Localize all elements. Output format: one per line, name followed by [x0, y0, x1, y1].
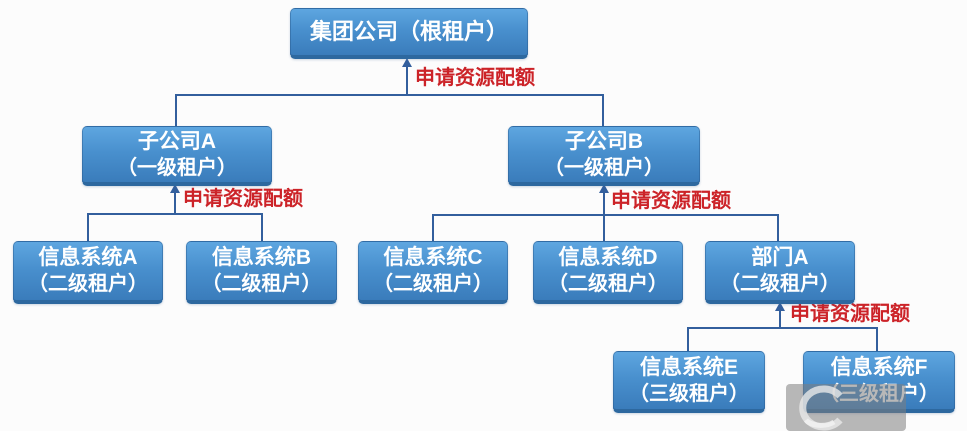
node-subsidiary-a: 子公司A （一级租户）: [82, 126, 272, 186]
node-sublabel: （二级租户）: [720, 273, 840, 295]
connector-line: [602, 94, 604, 127]
node-infosystem-f: 信息系统F （三级租户）: [803, 351, 955, 413]
node-sublabel: （二级租户）: [548, 273, 668, 295]
connector-line: [175, 94, 604, 96]
node-label: 信息系统F: [830, 355, 928, 379]
node-sublabel: （一级租户）: [117, 156, 237, 179]
connector-line: [779, 310, 781, 328]
node-label: 信息系统B: [211, 246, 312, 269]
node-infosystem-d: 信息系统D （二级租户）: [533, 241, 683, 304]
node-label: 子公司B: [564, 129, 644, 153]
connector-line: [175, 94, 177, 127]
connector-line: [603, 192, 605, 215]
node-infosystem-b: 信息系统B （二级租户）: [186, 241, 337, 304]
connector-line: [87, 213, 89, 241]
node-sublabel: （三级租户）: [629, 382, 749, 405]
arrow-up-icon: [599, 184, 609, 193]
arrow-up-icon: [170, 184, 180, 193]
node-sublabel: （二级租户）: [373, 273, 493, 295]
node-label: 集团公司（根租户）: [309, 19, 508, 44]
node-root-tenant: 集团公司（根租户）: [290, 8, 528, 59]
watermark-logo-icon: [799, 385, 843, 431]
connector-line: [174, 192, 176, 214]
node-label: 部门A: [751, 246, 809, 269]
node-infosystem-c: 信息系统C （二级租户）: [358, 241, 508, 304]
connector-line: [261, 213, 263, 241]
connector-line: [432, 214, 434, 241]
watermark: [786, 384, 906, 431]
connector-line: [603, 214, 605, 241]
connector-line: [87, 213, 263, 215]
node-label: 子公司A: [137, 129, 217, 153]
quota-label: 申请资源配额: [790, 303, 910, 325]
node-label: 信息系统A: [38, 246, 138, 269]
node-label: 信息系统E: [639, 355, 738, 379]
node-label: 信息系统D: [558, 246, 658, 269]
connector-line: [432, 214, 779, 216]
connector-line: [406, 66, 408, 95]
node-department-a: 部门A （二级租户）: [705, 241, 855, 304]
arrow-up-icon: [775, 302, 785, 311]
connector-line: [876, 327, 878, 351]
quota-label: 申请资源配额: [415, 67, 535, 89]
quota-label: 申请资源配额: [183, 188, 303, 210]
arrow-up-icon: [402, 58, 412, 67]
connector-line: [777, 214, 779, 241]
node-sublabel: （二级租户）: [28, 273, 148, 295]
connector-line: [687, 327, 689, 351]
node-sublabel: （二级租户）: [201, 273, 322, 295]
node-subsidiary-b: 子公司B （一级租户）: [508, 126, 700, 186]
node-sublabel: （一级租户）: [544, 156, 664, 179]
node-label: 信息系统C: [383, 246, 483, 269]
node-infosystem-e: 信息系统E （三级租户）: [613, 351, 765, 413]
node-infosystem-a: 信息系统A （二级租户）: [13, 241, 163, 304]
connector-line: [687, 327, 878, 329]
quota-label: 申请资源配额: [611, 190, 731, 212]
